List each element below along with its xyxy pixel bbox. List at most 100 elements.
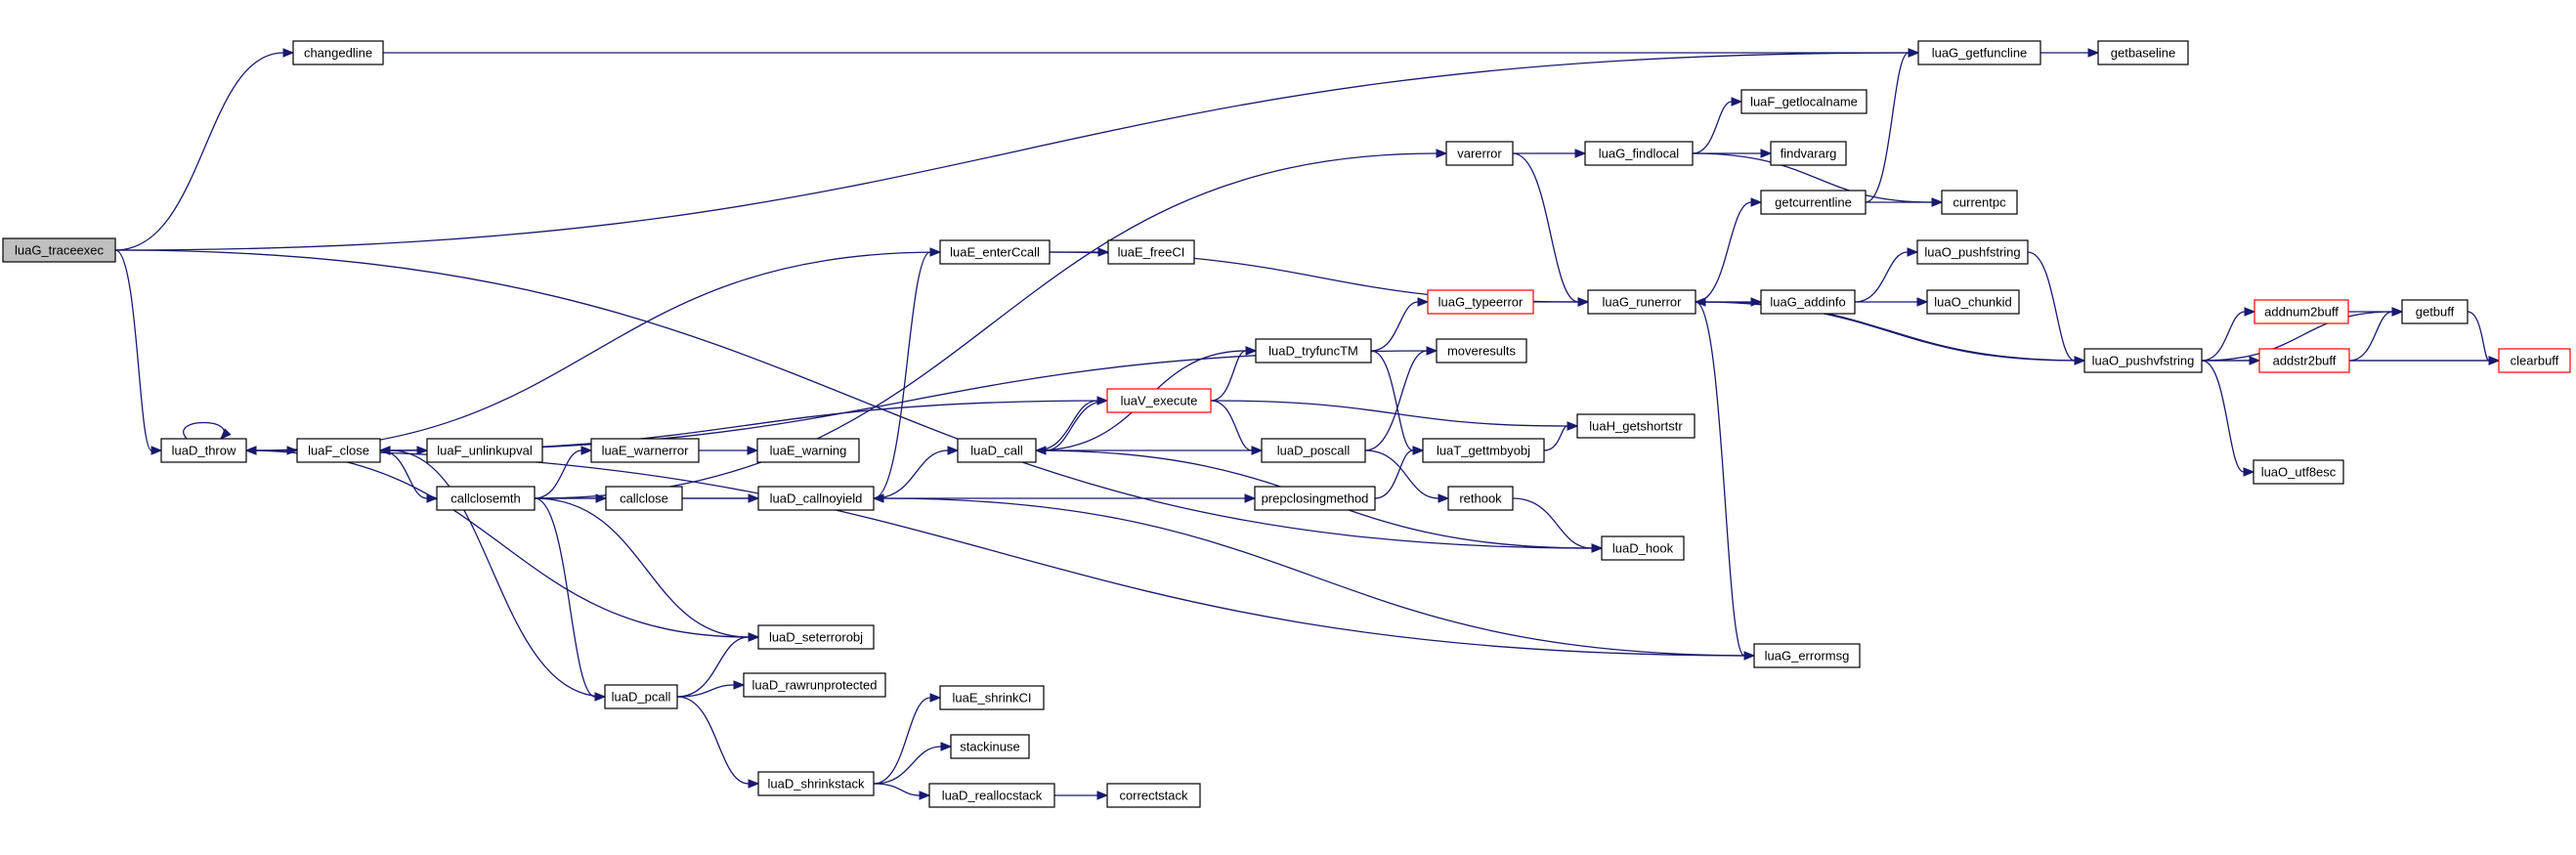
node-luat-gettmbyobj[interactable]: luaT_gettmbyobj — [1422, 438, 1545, 463]
node-luao-pushvfstring[interactable]: luaO_pushvfstring — [2083, 348, 2203, 373]
call-edge — [872, 493, 1755, 657]
call-edge-line — [873, 783, 921, 796]
node-luag-getfuncline[interactable]: luaG_getfuncline — [1917, 40, 2041, 65]
node-box — [1107, 239, 1195, 265]
node-luad-pcall[interactable]: luaD_pcall — [604, 684, 678, 709]
call-edge-arrowhead — [1907, 247, 1919, 257]
node-correctstack[interactable]: correctstack — [1106, 783, 1201, 808]
node-luad-rawrunprotected[interactable]: luaD_rawrunprotected — [743, 672, 886, 698]
node-luav-execute[interactable]: luaV_execute — [1106, 388, 1212, 413]
call-edge — [1210, 346, 1258, 402]
node-luae-warning[interactable]: luaE_warning — [756, 438, 860, 463]
call-edge-arrowhead — [282, 48, 295, 58]
node-label: luaE_enterCcall — [950, 245, 1040, 260]
node-addstr2buff[interactable]: addstr2buff — [2258, 348, 2350, 373]
node-callclose[interactable]: callclose — [605, 486, 683, 511]
call-edge-arrowhead — [1567, 421, 1579, 431]
node-label: addnum2buff — [2264, 305, 2339, 320]
node-label: luaF_close — [308, 444, 369, 458]
node-luad-poscall[interactable]: luaD_poscall — [1261, 438, 1366, 463]
node-moveresults[interactable]: moveresults — [1436, 338, 1527, 363]
call-edge-line — [114, 249, 152, 451]
node-luad-tryfunctm[interactable]: luaD_tryfuncTM — [1255, 338, 1372, 363]
node-luaf-getlocalname[interactable]: luaF_getlocalname — [1740, 89, 1868, 114]
node-luad-seterrorobj[interactable]: luaD_seterrorobj — [757, 624, 875, 650]
node-getbuff[interactable]: getbuff — [2401, 299, 2469, 324]
node-getcurrentline[interactable]: getcurrentline — [1760, 190, 1867, 215]
node-luag-errormsg[interactable]: luaG_errormsg — [1753, 643, 1861, 668]
node-label: luaG_errormsg — [1765, 649, 1850, 663]
node-changedline[interactable]: changedline — [292, 40, 384, 65]
node-label: luaG_getfuncline — [1932, 46, 2028, 61]
node-luad-hook[interactable]: luaD_hook — [1601, 535, 1685, 561]
node-box — [426, 438, 543, 463]
node-luad-reallocstack[interactable]: luaD_reallocstack — [928, 783, 1055, 808]
call-edge — [873, 446, 960, 499]
function-nodes: luaG_traceexec changedline luaG_getfunclin… — [2, 40, 2571, 808]
node-label: luaT_gettmbyobj — [1437, 444, 1530, 458]
node-luao-utf8esc[interactable]: luaO_utf8esc — [2253, 459, 2344, 485]
node-luah-getshortstr[interactable]: luaH_getshortstr — [1576, 413, 1696, 439]
call-edge-arrowhead — [2391, 307, 2404, 317]
node-addnum2buff[interactable]: addnum2buff — [2254, 299, 2349, 324]
node-luae-warnerror[interactable]: luaE_warnerror — [590, 438, 700, 463]
node-box — [757, 624, 875, 650]
node-luao-chunkid[interactable]: luaO_chunkid — [1926, 289, 2020, 315]
call-edge — [245, 449, 760, 642]
call-edge — [183, 421, 232, 440]
node-stackinuse[interactable]: stackinuse — [950, 734, 1030, 759]
call-edge — [1210, 400, 1579, 431]
node-luad-throw[interactable]: luaD_throw — [160, 438, 247, 463]
node-prepclosingmethod[interactable]: prepclosingmethod — [1254, 486, 1376, 511]
node-luag-runerror[interactable]: luaG_runerror — [1587, 289, 1696, 315]
call-edge-arrowhead — [150, 446, 163, 455]
node-box — [2097, 40, 2189, 65]
node-luad-callnoyield[interactable]: luaD_callnoyield — [757, 486, 875, 511]
node-luad-call[interactable]: luaD_call — [957, 438, 1037, 463]
call-edge-line — [1364, 350, 1428, 451]
node-luag-findlocal[interactable]: luaG_findlocal — [1584, 141, 1694, 166]
node-luae-enterccall[interactable]: luaE_enterCcall — [939, 239, 1051, 265]
call-edge-line — [2201, 360, 2245, 473]
node-label: luaG_typeerror — [1438, 295, 1524, 310]
node-luaf-unlinkupval[interactable]: luaF_unlinkupval — [426, 438, 543, 463]
node-callclosemth[interactable]: callclosemth — [436, 486, 536, 511]
node-box — [605, 486, 683, 511]
node-label: luaE_shrinkCI — [953, 691, 1032, 705]
node-rethook[interactable]: rethook — [1447, 486, 1514, 511]
call-edge-line — [1695, 201, 1752, 303]
node-box — [1584, 141, 1694, 166]
call-edge-line — [1364, 449, 1439, 499]
node-box — [939, 685, 1045, 710]
node-luae-freeci[interactable]: luaE_freeCI — [1107, 239, 1195, 265]
node-box — [950, 734, 1030, 759]
node-luag-typeerror[interactable]: luaG_typeerror — [1427, 289, 1534, 315]
node-luag-traceexec[interactable]: luaG_traceexec — [2, 237, 116, 263]
node-luad-shrinkstack[interactable]: luaD_shrinkstack — [757, 771, 875, 796]
node-label: luaD_shrinkstack — [768, 777, 865, 791]
node-clearbuff[interactable]: clearbuff — [2498, 348, 2571, 373]
call-edge-line — [1854, 251, 1909, 303]
node-findvararg[interactable]: findvararg — [1770, 141, 1847, 166]
node-label: clearbuff — [2511, 354, 2559, 368]
node-luao-pushfstring[interactable]: luaO_pushfstring — [1916, 239, 2029, 265]
node-label: luaG_traceexec — [15, 243, 105, 258]
call-edge-line — [1370, 301, 1419, 352]
node-box — [1917, 40, 2041, 65]
node-box — [1447, 486, 1514, 511]
node-box — [1445, 141, 1514, 166]
node-label: stackinuse — [960, 740, 1019, 754]
node-currentpc[interactable]: currentpc — [1941, 190, 2018, 215]
call-edge-line — [1210, 400, 1568, 427]
node-luae-shrinkci[interactable]: luaE_shrinkCI — [939, 685, 1045, 710]
node-box — [2401, 299, 2469, 324]
node-varerror[interactable]: varerror — [1445, 141, 1514, 166]
node-luag-addinfo[interactable]: luaG_addinfo — [1760, 289, 1856, 315]
node-box — [292, 40, 384, 65]
node-getbaseline[interactable]: getbaseline — [2097, 40, 2189, 65]
node-box — [1753, 643, 1861, 668]
node-luaf-close[interactable]: luaF_close — [296, 438, 381, 463]
node-box — [1760, 289, 1856, 315]
node-label: luaG_runerror — [1603, 295, 1683, 310]
node-box — [436, 486, 536, 511]
